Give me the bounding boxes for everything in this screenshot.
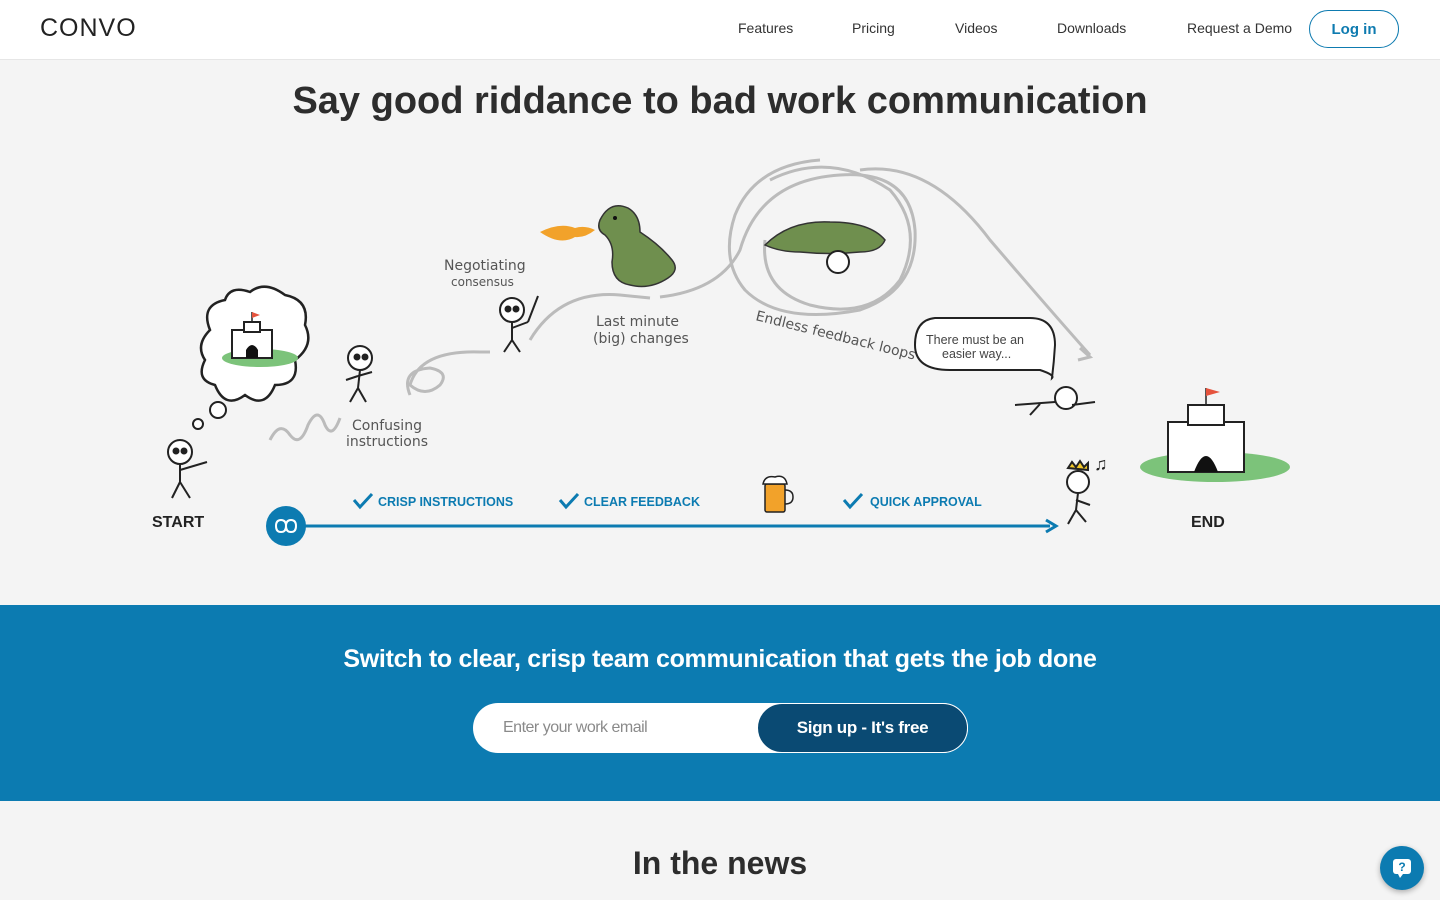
nav-pricing[interactable]: Pricing	[852, 20, 895, 36]
fire-icon	[540, 225, 595, 241]
help-icon: ?	[1393, 859, 1411, 878]
signup-form: Sign up - It's free	[473, 703, 968, 753]
start-label: START	[152, 514, 204, 531]
negotiating-label-2: consensus	[451, 275, 514, 289]
speech-text-2: easier way...	[942, 347, 1011, 361]
thought-cloud-icon	[192, 285, 310, 430]
login-button[interactable]: Log in	[1309, 10, 1399, 48]
timeline-arrow-icon	[1045, 518, 1059, 534]
start-figure-icon	[167, 439, 208, 499]
check-icon	[558, 492, 580, 510]
nav-downloads[interactable]: Downloads	[1057, 20, 1127, 36]
king-figure-icon	[1066, 459, 1091, 525]
castle-icon	[1140, 388, 1290, 482]
confusing-label-1: Confusing	[352, 418, 422, 434]
loops-label: Endless feedback loops	[754, 308, 917, 363]
dragon-lying-icon	[763, 221, 886, 274]
speech-bubble-icon	[913, 317, 1057, 381]
loop-path	[406, 350, 490, 396]
site-header: CONVO Features Pricing Videos Downloads …	[0, 0, 1440, 60]
signup-band: Switch to clear, crisp team communicatio…	[0, 605, 1440, 801]
clear-feedback-label: CLEAR FEEDBACK	[584, 495, 700, 509]
confused-figure-icon	[345, 345, 373, 403]
quick-approval-label: QUICK APPROVAL	[870, 495, 982, 509]
convo-infinity-icon	[266, 506, 306, 546]
squiggle-line	[268, 413, 342, 442]
lastminute-label-1: Last minute	[596, 314, 679, 330]
music-note-icon: ♫	[1094, 454, 1108, 474]
main-nav: Features Pricing Videos Downloads Reques…	[0, 0, 1440, 60]
signup-title: Switch to clear, crisp team communicatio…	[343, 645, 1097, 673]
convo-logo[interactable]: CONVO	[40, 14, 137, 42]
check-icon	[842, 492, 864, 510]
hero-title: Say good riddance to bad work communicat…	[292, 80, 1148, 122]
dragon-standing-icon	[598, 205, 676, 288]
email-input[interactable]	[473, 703, 758, 753]
feedback-loops-icon	[659, 158, 1094, 362]
nav-videos[interactable]: Videos	[955, 20, 998, 36]
beer-mug-icon	[762, 475, 794, 513]
help-chat-button[interactable]: ?	[1380, 846, 1424, 890]
signup-button[interactable]: Sign up - It's free	[757, 703, 968, 753]
lastminute-label-2: (big) changes	[593, 331, 689, 347]
crisp-instructions-label: CRISP INSTRUCTIONS	[378, 495, 513, 509]
speech-text-1: There must be an	[926, 333, 1024, 347]
tired-figure-icon	[1014, 386, 1096, 416]
news-title: In the news	[632, 845, 808, 881]
end-label: END	[1191, 514, 1225, 531]
dragon-path	[528, 293, 651, 341]
confusing-label-2: instructions	[346, 434, 428, 450]
nav-request-demo[interactable]: Request a Demo	[1187, 20, 1293, 36]
svg-text:?: ?	[1398, 860, 1405, 874]
check-icon	[352, 492, 374, 510]
negotiating-label-1: Negotiating	[444, 258, 526, 274]
negotiating-figure-icon	[499, 295, 539, 353]
nav-features[interactable]: Features	[738, 20, 794, 36]
journey-illustration: START Confusing instructions Negotiating…	[152, 158, 1290, 546]
